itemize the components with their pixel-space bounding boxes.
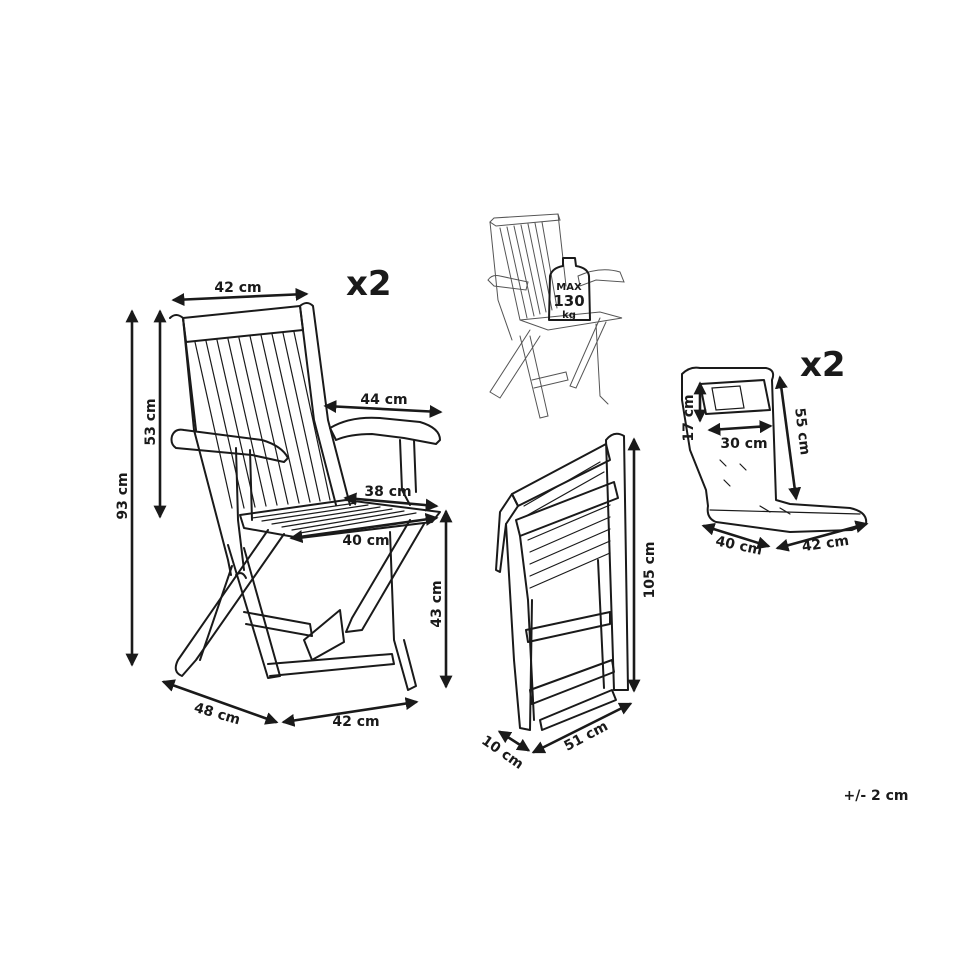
dim-seat-width-line — [289, 512, 439, 544]
dim-back-height-line — [774, 375, 802, 501]
weight-icon — [548, 257, 591, 321]
dim-cushion-seat-width-label: 42 cm — [801, 533, 850, 555]
dim-folded-thickness-line — [497, 730, 531, 752]
dim-seat-width-label: 40 cm — [342, 533, 389, 549]
dim-width-line — [281, 697, 419, 727]
tolerance-note: +/- 2 cm — [843, 788, 908, 804]
dim-depth-label: 48 cm — [192, 700, 242, 728]
dim-backrest-height-label: 53 cm — [143, 398, 159, 445]
dim-back-height-label: 55 cm — [791, 407, 813, 456]
dim-pillow-width-line — [707, 420, 773, 436]
cushion-quantity: x2 — [800, 345, 846, 385]
dim-width-label: 42 cm — [332, 714, 379, 730]
folded-chair-drawing — [495, 432, 629, 731]
dim-armrest-width-line — [323, 400, 443, 418]
dim-backrest-width-label: 42 cm — [214, 280, 261, 296]
load-capacity-badge: MAX 130 kg — [548, 257, 591, 321]
main-chair-drawing — [169, 302, 441, 691]
main-chair-dimensions: 42 cm 53 cm 93 cm 44 cm 38 cm 40 cm 43 c… — [115, 280, 453, 730]
dim-seat-depth-inner-label: 38 cm — [364, 484, 411, 500]
dim-seat-height-label: 43 cm — [429, 580, 445, 627]
dim-pillow-height-label: 17 cm — [681, 394, 697, 441]
dim-cushion-seat-depth-label: 40 cm — [714, 533, 764, 558]
dim-folded-thickness-label: 10 cm — [478, 733, 526, 773]
dim-folded-depth-line — [531, 702, 633, 754]
folded-chair-dimensions: 105 cm 10 cm 51 cm — [478, 437, 658, 773]
dim-seat-depth-inner-line — [343, 492, 439, 512]
load-value: 130 — [553, 292, 584, 310]
small-chair-drawing — [487, 213, 625, 419]
cushion-drawing — [681, 366, 868, 533]
main-chair-quantity: x2 — [346, 264, 392, 304]
dim-cushion-seat-width-line — [775, 520, 869, 552]
dim-folded-depth-label: 51 cm — [562, 718, 611, 754]
dim-total-height-label: 93 cm — [115, 472, 131, 519]
dim-backrest-width-line — [171, 287, 309, 307]
dim-depth-line — [161, 679, 279, 725]
cushion-dimensions: 17 cm 30 cm 55 cm 40 cm 42 cm — [681, 375, 869, 559]
dim-cushion-seat-depth-line — [701, 522, 771, 550]
load-max-label: MAX — [556, 282, 582, 293]
dim-armrest-width-label: 44 cm — [360, 392, 407, 408]
load-unit: kg — [562, 310, 576, 321]
dim-pillow-width-label: 30 cm — [720, 436, 767, 452]
dim-folded-height-label: 105 cm — [642, 542, 658, 599]
